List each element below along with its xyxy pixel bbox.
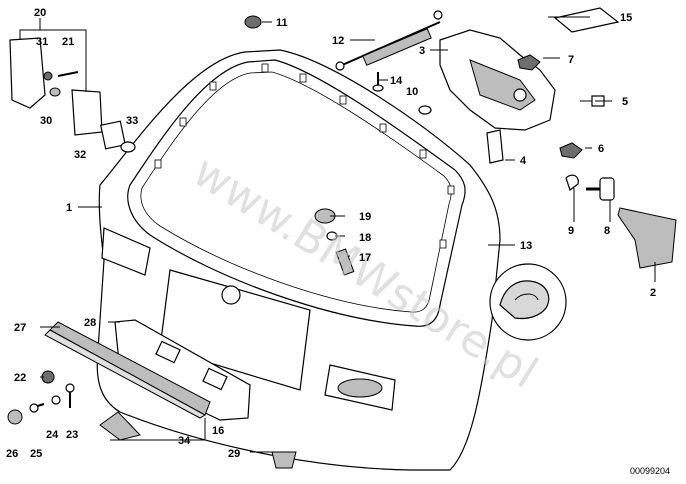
callout-26: 26 <box>6 448 18 460</box>
seal-profile <box>499 280 550 320</box>
callout-17: 17 <box>359 252 371 264</box>
nut-6 <box>559 142 583 159</box>
sleeve-17 <box>335 248 355 276</box>
callout-16: 16 <box>212 425 224 437</box>
clip-9 <box>565 174 579 191</box>
catalog-code: 00099204 <box>630 466 670 476</box>
nut-7 <box>517 54 541 71</box>
callout-21: 21 <box>62 36 74 48</box>
hinge-shim-plate <box>553 7 620 33</box>
window-clips <box>154 63 455 249</box>
callout-4: 4 <box>520 155 527 167</box>
callout-27: 27 <box>14 322 26 334</box>
callout-20: 20 <box>34 7 46 19</box>
badge-emblem <box>221 285 241 305</box>
washer-24 <box>51 395 61 405</box>
nut-31 <box>43 71 53 81</box>
bumper-8 <box>586 177 615 201</box>
license-plate-recess <box>159 269 311 391</box>
callout-29: 29 <box>228 448 240 460</box>
callout-15: 15 <box>620 12 632 24</box>
callout-25: 25 <box>30 448 42 460</box>
callout-23: 23 <box>66 429 78 441</box>
gas-strut <box>335 10 443 71</box>
hinge-pivot <box>513 88 527 102</box>
grommet-11 <box>244 15 262 29</box>
callout-12: 12 <box>332 35 344 47</box>
callout-3: 3 <box>419 45 425 57</box>
hinge-bracket-left <box>9 37 46 109</box>
plate-bracket <box>155 340 181 364</box>
plate-bracket-2 <box>202 367 228 391</box>
callout-19: 19 <box>359 211 371 223</box>
callout-11: 11 <box>276 17 288 29</box>
callout-18: 18 <box>359 232 371 244</box>
spacer <box>486 129 504 164</box>
callout-5: 5 <box>622 96 628 108</box>
callout-6: 6 <box>598 143 604 155</box>
plug-29 <box>271 451 297 469</box>
callout-30: 30 <box>40 115 52 127</box>
callout-34: 34 <box>178 435 191 447</box>
left-lamp-recess <box>101 227 151 276</box>
gasket-32 <box>100 120 126 150</box>
cap-26 <box>7 409 23 425</box>
bolt-21 <box>57 71 79 77</box>
pin-14 <box>372 72 384 92</box>
callout-9: 9 <box>568 225 574 237</box>
washer-30 <box>49 87 61 97</box>
callout-2: 2 <box>650 287 656 299</box>
callout-13: 13 <box>520 240 532 252</box>
support-bracket <box>617 207 677 269</box>
tailgate-window-glass <box>140 71 452 313</box>
callout-31: 31 <box>36 36 48 48</box>
callout-labels: 20 31 21 30 33 32 1 11 12 3 14 10 15 7 5… <box>6 7 656 460</box>
callout-10: 10 <box>406 86 418 98</box>
trim-strip-lower <box>44 329 207 419</box>
callout-33: 33 <box>126 115 138 127</box>
screw-23-head <box>65 383 75 393</box>
callout-28: 28 <box>84 317 96 329</box>
bolt-25-head <box>29 403 39 413</box>
grommet-33 <box>120 141 136 153</box>
callout-14: 14 <box>390 75 403 87</box>
leader-lines <box>19 16 656 453</box>
callout-32: 32 <box>74 149 86 161</box>
callout-22: 22 <box>14 372 26 384</box>
callout-7: 7 <box>568 54 574 66</box>
callout-8: 8 <box>604 225 610 237</box>
callout-24: 24 <box>46 429 59 441</box>
plate-holder-34 <box>99 411 141 441</box>
right-lamp-lens <box>337 378 383 398</box>
seal-profile-inner <box>514 293 539 301</box>
callout-1: 1 <box>66 202 72 214</box>
hinge-bracket-right <box>71 89 103 136</box>
washer-10 <box>418 105 432 115</box>
